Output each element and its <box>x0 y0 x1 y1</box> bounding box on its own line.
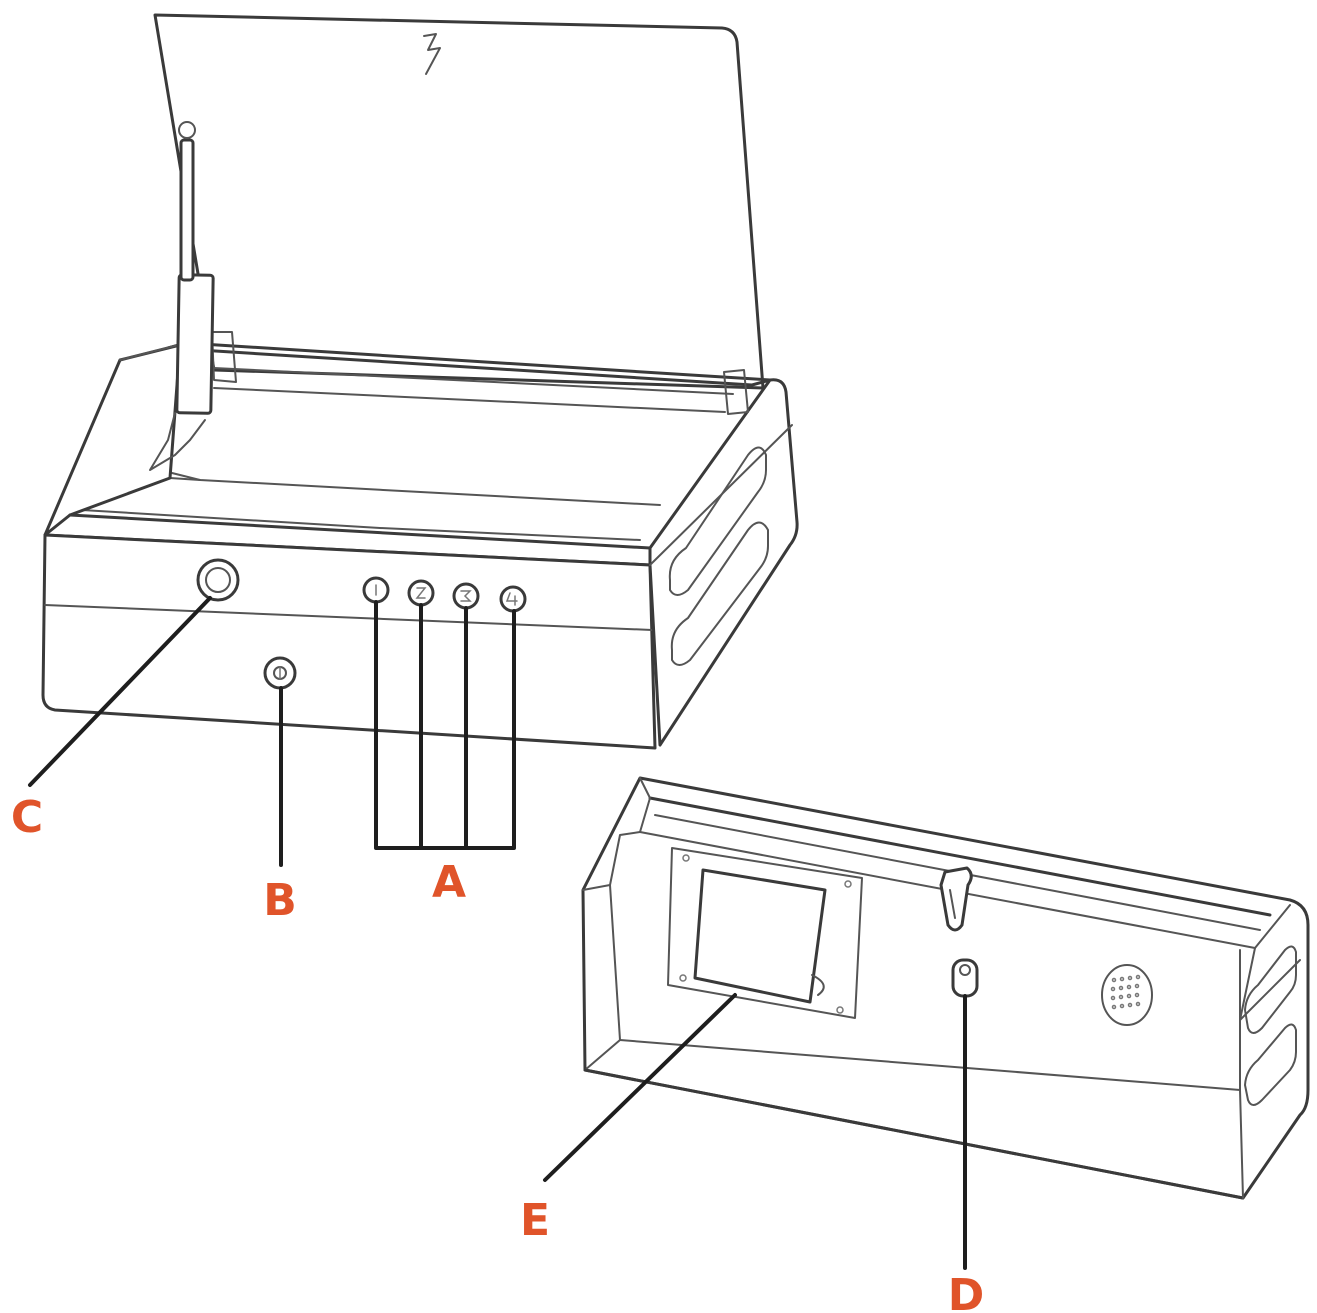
open-safe-illustration <box>41 13 799 750</box>
speaker-grille-icon <box>1101 964 1153 1026</box>
callout-label-c: C <box>11 792 43 843</box>
leader-a <box>374 600 516 850</box>
leader-lines <box>28 596 967 1270</box>
safe-body <box>41 331 799 750</box>
leader-e <box>543 993 737 1182</box>
lightning-bolt-icon <box>423 33 441 75</box>
callout-label-d: D <box>948 1270 985 1313</box>
callout-label-a: A <box>432 857 466 908</box>
override-button[interactable] <box>196 558 240 602</box>
callout-labels: C B A E D <box>11 792 984 1313</box>
safe-interior-back-view <box>581 776 1310 1200</box>
battery-cover[interactable] <box>693 868 827 1004</box>
callout-label-b: B <box>263 875 297 926</box>
reset-button[interactable] <box>951 958 979 998</box>
gas-strut <box>149 121 215 471</box>
safe-lid <box>153 13 765 390</box>
leader-c <box>28 596 212 787</box>
callout-label-e: E <box>520 1195 550 1246</box>
latch-hook <box>939 866 973 932</box>
